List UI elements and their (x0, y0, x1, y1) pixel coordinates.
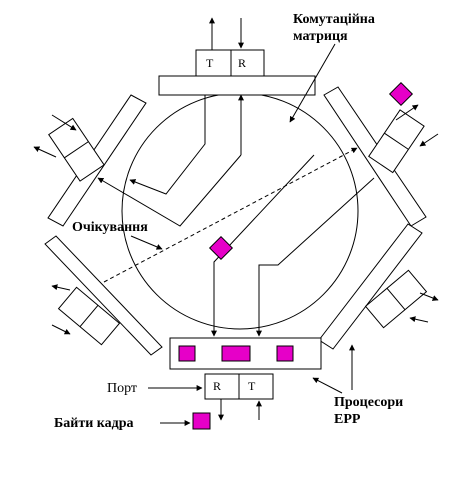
internal-paths (97, 94, 375, 337)
waiting-label: Очікування (72, 220, 148, 235)
bottom-right-port-assembly (318, 223, 439, 350)
bottom-left-port-assembly (44, 235, 163, 356)
top-right-in-arrow (419, 133, 439, 147)
bottom-port-t-label: T (248, 379, 256, 393)
frame-bytes-label: Байти кадра (54, 416, 134, 431)
bottom-frame-byte-middle (221, 345, 251, 362)
switching-matrix-label-line1: Комутаційна (293, 12, 375, 27)
top-port-box (195, 49, 265, 77)
processors-pointer-bottom (312, 377, 343, 394)
top-port-assembly: T R (158, 17, 316, 96)
switching-matrix-pointer (289, 43, 336, 123)
bottom-left-in-arrow (51, 324, 71, 335)
top-port-r-label: R (238, 56, 246, 70)
path-top-to-left-1 (129, 95, 206, 195)
top-left-out-arrow (33, 146, 57, 158)
bottom-left-out-arrow (51, 284, 71, 291)
bottom-port-assembly: R T (169, 337, 322, 421)
processors-label-line2: EPP (334, 412, 361, 427)
processors-label-line1: Процесори (334, 395, 403, 410)
top-port-t-label: T (206, 56, 214, 70)
top-left-in-arrow (51, 114, 77, 131)
waiting-frame-byte (208, 235, 234, 261)
bottom-right-port-bar (318, 223, 423, 350)
top-right-frame-byte (388, 81, 414, 107)
waiting-pointer (130, 235, 163, 250)
switching-matrix-label-line2: матриця (293, 29, 348, 44)
bottom-right-out-arrow (419, 292, 439, 301)
path-right-to-bottom-2 (256, 177, 375, 337)
path-waiting-dashed (103, 147, 358, 283)
bottom-port-r-label: R (213, 379, 221, 393)
bottom-left-port-bar (44, 235, 163, 356)
bottom-frame-byte-left (178, 345, 196, 362)
top-right-out-arrow (395, 104, 419, 121)
bottom-right-in-arrow (409, 316, 429, 323)
top-right-port-assembly (323, 81, 439, 227)
top-left-port-assembly (33, 94, 147, 227)
bottom-frame-byte-right (276, 345, 294, 362)
top-port-bar (158, 75, 316, 96)
switching-matrix-circle (121, 92, 359, 330)
path-right-to-bottom-1 (211, 154, 315, 337)
port-label: Порт (107, 381, 137, 396)
frame-bytes-legend-square (192, 412, 211, 430)
